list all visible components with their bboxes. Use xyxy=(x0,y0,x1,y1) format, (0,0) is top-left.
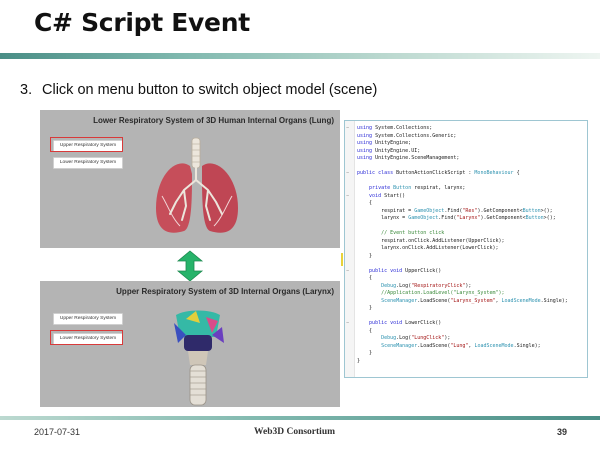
code-line: } xyxy=(357,252,373,259)
collapse-marker-icon[interactable]: − xyxy=(346,125,350,131)
code-line: using UnityEngine.SceneManagement; xyxy=(357,155,460,161)
larynx-scene-title: Upper Respiratory System of 3D Internal … xyxy=(116,287,334,296)
highlight-box xyxy=(50,330,123,345)
collapse-marker-icon[interactable]: − xyxy=(346,267,350,274)
code-line: } xyxy=(357,357,361,364)
upper-respiratory-button[interactable]: Upper Respiratory System xyxy=(53,313,123,325)
lung-scene-screenshot: Lower Respiratory System of 3D Human Int… xyxy=(40,110,340,248)
lower-respiratory-button[interactable]: Lower Respiratory System xyxy=(53,157,123,169)
lung-3d-model xyxy=(156,137,238,233)
code-editor[interactable]: using System.Collections;using System.Co… xyxy=(344,120,588,378)
code-line: using UnityEngine; xyxy=(357,140,412,146)
code-line: { xyxy=(357,327,373,334)
code-line: Debug.Log("RespiratoryClick"); xyxy=(381,282,472,289)
larynx-scene-screenshot: Upper Respiratory System of 3D Internal … xyxy=(40,281,340,407)
code-line: using System.Collections.Generic; xyxy=(357,132,457,139)
footer-organization: Web3D Consortium xyxy=(254,427,336,437)
page-number: 39 xyxy=(557,427,568,437)
code-line: private Button respirat, larynx; xyxy=(369,185,466,191)
code-line: Debug.Log("LungClick"); xyxy=(381,335,451,341)
double-headed-vertical-arrow-icon xyxy=(176,250,204,282)
code-line: public void UpperClick() xyxy=(369,267,442,274)
code-line: //Application.LoadLevel("Larynx_System")… xyxy=(381,290,505,296)
footer-date: 2017-07-31 xyxy=(34,427,81,437)
code-line: larynx = GameObject.Find("Larynx").GetCo… xyxy=(357,215,556,221)
collapse-marker-icon[interactable]: − xyxy=(346,192,350,199)
code-line: using UnityEngine.UI; xyxy=(357,147,421,154)
code-line: } xyxy=(357,305,373,311)
step-text: Click on menu button to switch object mo… xyxy=(42,82,378,98)
larynx-3d-model xyxy=(174,310,224,406)
code-line: // Event button click xyxy=(381,230,445,236)
code-line: respirat = GameObject.Find("Res").GetCom… xyxy=(357,207,553,214)
code-line: { xyxy=(357,275,373,281)
title-accent-bar xyxy=(0,53,600,59)
code-line: { xyxy=(357,200,373,206)
code-line: SceneManager.LoadScene("Lung", LoadScene… xyxy=(381,342,541,349)
code-line: } xyxy=(357,350,373,356)
code-line: void Start() xyxy=(369,192,406,199)
collapse-marker-icon[interactable]: − xyxy=(346,320,350,326)
slide-title: C# Script Event xyxy=(34,8,250,37)
footer-accent-bar xyxy=(0,416,600,420)
step-instruction: 3. Click on menu button to switch object … xyxy=(20,82,377,98)
edit-marker xyxy=(341,253,343,266)
code-line: public void LowerClick() xyxy=(369,320,442,326)
lung-scene-title: Lower Respiratory System of 3D Human Int… xyxy=(93,116,334,125)
code-line: using System.Collections; xyxy=(357,125,433,131)
step-number: 3. xyxy=(20,82,33,98)
code-line: SceneManager.LoadScene("Larynx_System", … xyxy=(381,297,568,304)
code-line: larynx.onClick.AddListener(LowerClick); xyxy=(357,245,499,251)
code-line: public class ButtonActionClickScript : M… xyxy=(357,170,520,176)
collapse-marker-icon[interactable]: − xyxy=(346,170,350,176)
code-line: respirat.onClick.AddListener(UpperClick)… xyxy=(357,237,505,244)
highlight-box xyxy=(50,137,123,152)
code-gutter xyxy=(345,121,355,377)
